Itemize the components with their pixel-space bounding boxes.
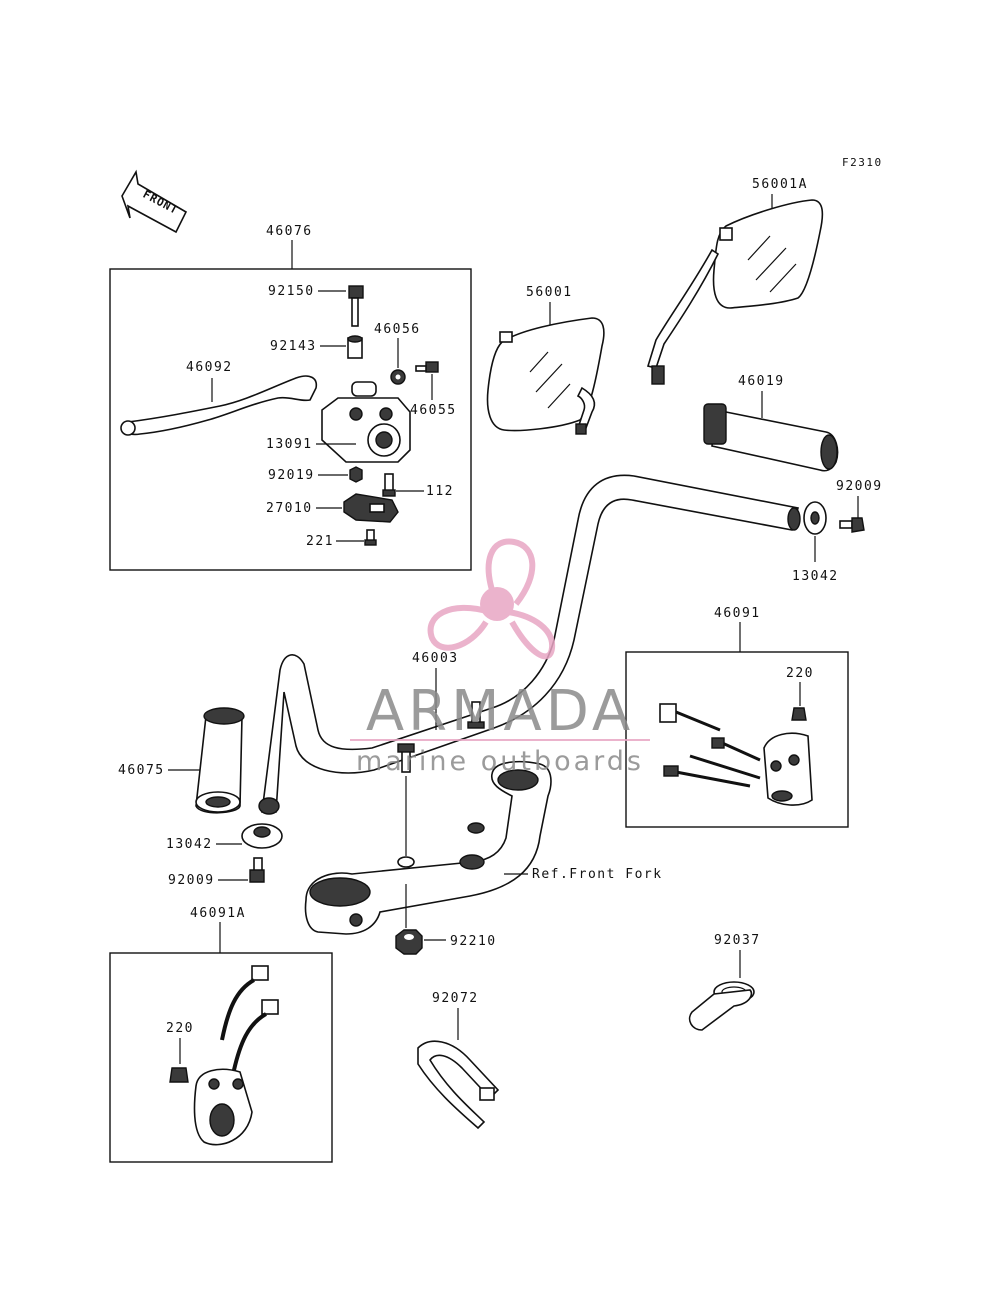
label-46056: 46056	[374, 322, 421, 337]
label-220-right: 220	[786, 666, 814, 681]
screw-46055-icon	[415, 361, 439, 373]
label-ref-front-fork: Ref.Front Fork	[532, 867, 663, 882]
label-46091A: 46091A	[190, 906, 246, 921]
right-switch-46091-icon	[659, 703, 813, 806]
logo-hub	[480, 587, 514, 621]
nut-92019-icon	[349, 466, 363, 483]
handlebar-46003-icon	[261, 474, 799, 813]
grip-46075-icon	[195, 707, 245, 814]
label-46076: 46076	[266, 224, 313, 239]
stud-bolt-icon	[397, 701, 485, 773]
label-13091: 13091	[266, 437, 313, 452]
label-92210: 92210	[450, 934, 497, 949]
collar-92143-icon	[347, 335, 363, 359]
washer-13042-left-icon	[241, 823, 283, 849]
left-switch-46091A-icon	[193, 965, 279, 1146]
label-56001A: 56001A	[752, 177, 808, 192]
label-13042-left: 13042	[166, 837, 213, 852]
label-46003: 46003	[412, 651, 459, 666]
screw-220-left-icon	[169, 1067, 189, 1083]
watermark-tagline: marine outboards	[356, 746, 644, 777]
figure-code: F2310	[842, 156, 883, 169]
label-92143: 92143	[270, 339, 317, 354]
clamp-92037-icon	[688, 981, 755, 1031]
box-46076	[109, 268, 472, 571]
label-46075: 46075	[118, 763, 165, 778]
band-92072-icon	[417, 1040, 500, 1130]
label-112: 112	[426, 484, 454, 499]
box-46091A	[109, 952, 333, 1163]
nut-92210-icon	[395, 929, 423, 955]
label-13042-right: 13042	[792, 569, 839, 584]
label-92072: 92072	[432, 991, 479, 1006]
watermark: ARMADA marine outboards	[350, 538, 650, 777]
screw-92009-right-icon	[839, 517, 865, 533]
box-46091	[625, 651, 849, 828]
label-220-left: 220	[166, 1021, 194, 1036]
label-92037: 92037	[714, 933, 761, 948]
label-56001: 56001	[526, 285, 573, 300]
screw-112-icon	[382, 473, 396, 497]
screw-220-right-icon	[791, 707, 807, 721]
screw-221-icon	[364, 529, 377, 546]
lever-46092-icon	[124, 375, 318, 436]
label-92009-left: 92009	[168, 873, 215, 888]
mirror-56001-icon	[486, 317, 605, 435]
label-46019: 46019	[738, 374, 785, 389]
top-bridge-icon	[304, 760, 552, 935]
label-221: 221	[306, 534, 334, 549]
front-arrow-icon: FRONT	[121, 169, 188, 234]
washer-46056-icon	[390, 369, 406, 385]
label-27010: 27010	[266, 501, 313, 516]
washer-13042-right-icon	[803, 501, 827, 535]
label-92150: 92150	[268, 284, 315, 299]
lever-holder-13091-icon	[321, 381, 411, 463]
label-46055: 46055	[410, 403, 457, 418]
label-92009-right: 92009	[836, 479, 883, 494]
switch-27010-icon	[343, 493, 399, 523]
armada-logo-icon	[427, 538, 556, 660]
screw-92009-left-icon	[249, 857, 265, 883]
mirror-56001A-icon	[646, 199, 824, 385]
label-92019: 92019	[268, 468, 315, 483]
bolt-92150-icon	[348, 285, 364, 327]
label-46092: 46092	[186, 360, 233, 375]
label-46091: 46091	[714, 606, 761, 621]
watermark-brand: ARMADA	[366, 679, 634, 744]
grip-46019-icon	[703, 403, 839, 472]
